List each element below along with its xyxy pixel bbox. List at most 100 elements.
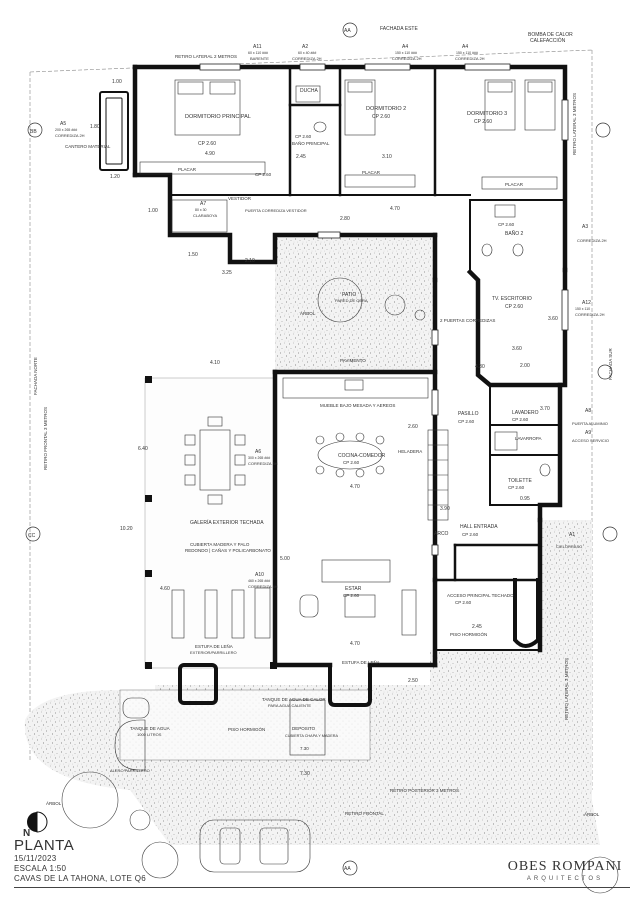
opening-a11: A11 bbox=[253, 44, 262, 50]
room-arco: ARCO bbox=[434, 531, 449, 537]
dim-325: 3.25 bbox=[222, 270, 232, 276]
dim-245: 2.45 bbox=[296, 154, 306, 160]
opening-a6-type: CORREDIZA 3H bbox=[248, 461, 278, 466]
opening-a6: A6 bbox=[255, 449, 261, 455]
dim-250: 2.50 bbox=[408, 678, 418, 684]
room-patio-pavimento: PAVIMENTO bbox=[340, 358, 366, 363]
room-patio-sub: PARED DE OBRA bbox=[335, 298, 368, 303]
dim-1020: 10.20 bbox=[120, 526, 133, 532]
calefaccion-label: CALEFACCIÓN bbox=[530, 37, 566, 44]
room-lavarropa: LAVARROPA bbox=[515, 436, 542, 441]
room-dormitorio-3: DORMITORIO 3 bbox=[467, 111, 507, 117]
margin-axis-bb: BB bbox=[30, 129, 37, 135]
room-toilette: TOILETTE bbox=[508, 478, 532, 484]
margin-fachada-norte: FACHADA NORTE bbox=[33, 357, 38, 395]
labels: FACHADA ESTE BOMBA DE CALOR CALEFACCIÓN … bbox=[28, 26, 613, 872]
dim-640: 6.40 bbox=[138, 446, 148, 452]
room-hall: HALL ENTRADA bbox=[460, 524, 498, 530]
room-vestidor-cp: CP 2.60 bbox=[255, 172, 272, 177]
room-deposito-sub: CUBIERTA CHAPA Y MADERA bbox=[285, 734, 338, 738]
opening-a5-type: CORREDIZA 2H bbox=[55, 133, 85, 138]
room-galeria-cubierta2: REDONDO | CAÑAS Y POLICARBONATO bbox=[185, 547, 271, 553]
room-cocina-mueble: MUEBLE BAJO MESADA Y AEREOS bbox=[320, 403, 395, 408]
room-ducha: DUCHA bbox=[300, 88, 318, 94]
room-cantero: CANTERO MATERIAL bbox=[65, 144, 111, 149]
room-acceso-dim: 2.45 bbox=[472, 624, 482, 630]
room-dormitorio-2-dim: 3.10 bbox=[382, 154, 392, 160]
room-estufa-int: ESTUFA DE LEÑA bbox=[342, 659, 380, 665]
dim-390: 3.90 bbox=[440, 506, 450, 512]
axis-aa-bottom: AA bbox=[344, 866, 351, 872]
room-bano-2: BAÑO 2 bbox=[505, 230, 524, 237]
room-tv: TV. ESCRITORIO bbox=[492, 296, 532, 302]
room-acceso-cp: CP 2.60 bbox=[455, 600, 472, 605]
opening-a7-size: 80 x 30 bbox=[195, 208, 207, 212]
room-tanque-calor-sub: PARA AGUA CALIENTE bbox=[268, 703, 311, 708]
opening-a5: A5 bbox=[60, 121, 66, 127]
opening-a7: A7 bbox=[200, 201, 206, 207]
room-lavadero-cp: CP 2.60 bbox=[512, 417, 529, 422]
margin-axis-cc: CC bbox=[28, 533, 36, 539]
margin-retiro-norte: RETIRO FRONTAL 3 METROS bbox=[43, 407, 48, 470]
opening-a2-size: 60 x 40 ### bbox=[298, 51, 316, 55]
opening-a9-type: ACCESO SERVICIO bbox=[572, 438, 609, 443]
plan-scale: ESCALA 1:50 bbox=[14, 864, 67, 873]
opening-a12-size: 150 x 110 bbox=[575, 307, 590, 311]
opening-a11-type: BARENTE bbox=[250, 56, 269, 61]
room-deposito-dim: 7.30 bbox=[300, 746, 309, 751]
dim-200: 2.00 bbox=[520, 363, 530, 369]
room-acceso: ACCESO PRINCIPAL TECHADO bbox=[447, 593, 514, 598]
margin-retiro-lateral-right2: RETIRO LATERAL 3 METROS bbox=[564, 658, 569, 720]
room-estar-dim: 4.70 bbox=[350, 641, 360, 647]
room-parrillero: ALERO PARRILLERO bbox=[110, 768, 150, 773]
room-dormitorio-3-cp: CP 2.60 bbox=[474, 119, 492, 125]
dim-470: 4.70 bbox=[390, 206, 400, 212]
room-dormitorio-2-cp: CP 2.60 bbox=[372, 114, 390, 120]
dim-180: 1.80 bbox=[90, 124, 100, 130]
axis-markers bbox=[25, 22, 618, 876]
room-bano-2-cp: CP 2.60 bbox=[498, 222, 515, 227]
gallery-floor bbox=[144, 377, 276, 669]
room-tanque-agua: TANQUE DE AGUA bbox=[130, 726, 170, 731]
dim-280: 2.80 bbox=[340, 216, 350, 222]
opening-a2: A2 bbox=[302, 44, 308, 50]
fachada-este-label: FACHADA ESTE bbox=[380, 26, 418, 32]
opening-a10: A10 bbox=[255, 572, 264, 578]
room-pasillo: PASILLO bbox=[458, 411, 479, 417]
opening-a4-type: CORREDIZA 2H bbox=[392, 56, 422, 61]
margin-retiro-frontal-bottom: RETIRO FRONTAL bbox=[345, 811, 384, 816]
opening-a3: A3 bbox=[582, 224, 588, 230]
bottom-rule bbox=[14, 887, 630, 888]
room-tanque-agua-sub: 1000 LITROS bbox=[137, 732, 162, 737]
dim-730: 7.30 bbox=[300, 771, 310, 777]
room-tv-note: 2 PUERTAS CORREDIZAS bbox=[440, 318, 495, 323]
title-block: PLANTA 15/11/2023 ESCALA 1:50 CAVAS DE L… bbox=[14, 838, 314, 884]
north-label: N bbox=[23, 828, 30, 839]
room-cocina-dim: 4.70 bbox=[350, 484, 360, 490]
dim-095: 0.95 bbox=[520, 496, 530, 502]
axis-aa-top: AA bbox=[344, 28, 351, 34]
room-dormitorio-2: DORMITORIO 2 bbox=[366, 106, 406, 112]
opening-a4: A4 bbox=[402, 44, 408, 50]
room-bano-principal-cp: CP 2.60 bbox=[295, 134, 312, 139]
room-estufa: ESTUFA DE LEÑA bbox=[195, 643, 233, 649]
room-cocina: COCINA-COMEDOR bbox=[338, 453, 386, 459]
opening-a3-type: CORREDIZA 2H bbox=[577, 238, 607, 243]
room-dormitorio-principal: DORMITORIO PRINCIPAL bbox=[185, 114, 251, 120]
plan-date: 15/11/2023 bbox=[14, 854, 57, 863]
walls bbox=[99, 64, 568, 707]
margin-retiro-posterior: RETIRO POSTERIOR 3 METROS bbox=[390, 788, 459, 793]
garden-gravel bbox=[24, 520, 601, 845]
opening-a10-type: CORREDIZA 4H bbox=[248, 584, 278, 589]
patio-gravel bbox=[275, 236, 433, 372]
room-estufa-sub: EXTERIOR/PARRILLERO bbox=[190, 650, 237, 655]
room-dormitorio-3-placar: PLACAR bbox=[505, 182, 524, 187]
room-cocina-heladera: HELADERA bbox=[398, 449, 422, 454]
furniture bbox=[114, 79, 558, 873]
room-vestidor: VESTIDOR bbox=[228, 196, 252, 201]
room-estar-cp: CP 2.60 bbox=[343, 593, 360, 598]
dim-460: 4.60 bbox=[160, 586, 170, 592]
room-acceso-piso: PISO HORMIGÓN bbox=[450, 631, 487, 637]
dim-370: 3.70 bbox=[540, 406, 550, 412]
room-galeria-dim: 4.10 bbox=[210, 360, 220, 366]
